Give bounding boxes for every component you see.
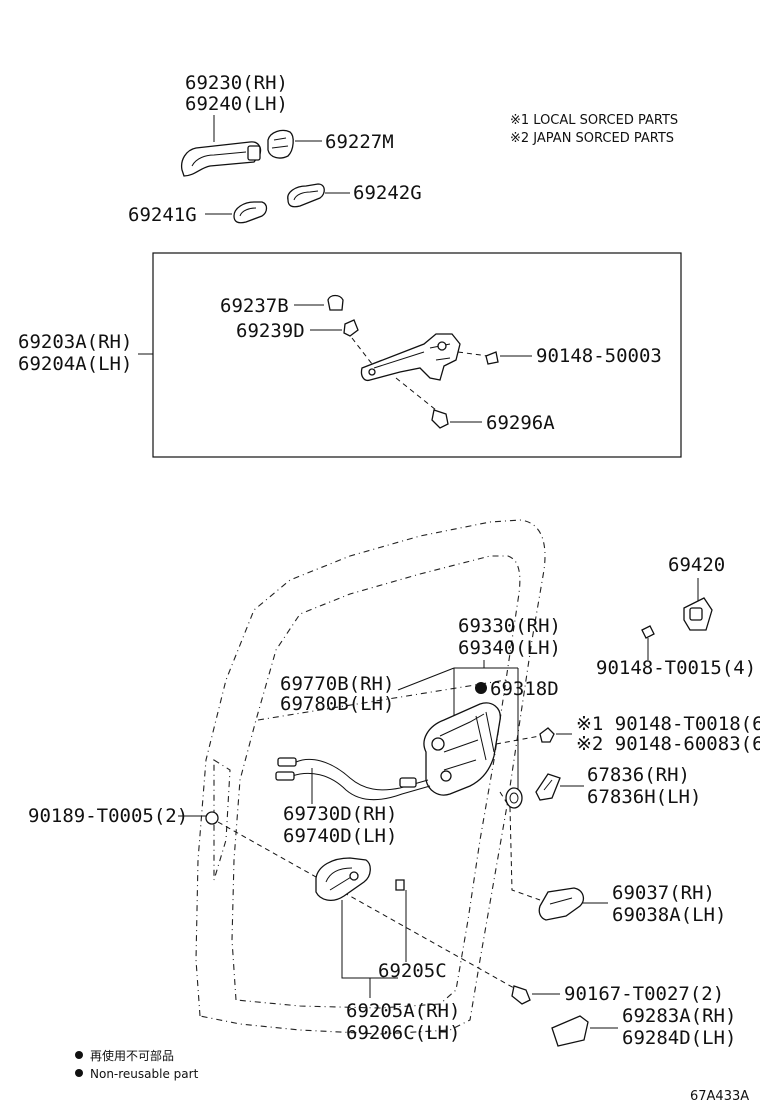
label-69241G[interactable]: 69241G: [128, 204, 197, 226]
label-90148-T0015[interactable]: 90148-T0015(4): [596, 657, 756, 679]
striker-part: [683, 597, 713, 631]
cover-part: [535, 773, 561, 801]
label-90148-60083[interactable]: ※2 90148-60083(6): [576, 733, 760, 755]
trim-bolt-part: [511, 985, 531, 1005]
pad-part: [343, 319, 359, 337]
label-69770B[interactable]: 69770B(RH): [280, 673, 394, 695]
label-69730D[interactable]: 69730D(RH): [283, 803, 397, 825]
dashed-guide-bolt: [457, 351, 489, 357]
label-69206C[interactable]: 69206C(LH): [346, 1022, 460, 1044]
label-69780B[interactable]: 69780B(LH): [280, 693, 394, 715]
label-69230[interactable]: 69230(RH): [185, 72, 288, 94]
inside-handle-part: [315, 857, 371, 902]
handle-frame-part: [360, 333, 461, 382]
label-69284D[interactable]: 69284D(LH): [622, 1027, 736, 1049]
door-clip-part: [205, 811, 219, 825]
bracket-69205: [341, 890, 407, 979]
grommet-hole: [509, 792, 519, 804]
leader-69770B: [397, 667, 455, 691]
bolt-part: [485, 351, 499, 365]
dashed-guide-frame: [351, 337, 373, 365]
non-reusable-dot-icon: [475, 682, 487, 694]
label-90189-T0005[interactable]: 90189-T0005(2): [28, 805, 188, 827]
label-69205A[interactable]: 69205A(RH): [346, 1000, 460, 1022]
label-69330[interactable]: 69330(RH): [458, 615, 561, 637]
label-69204A[interactable]: 69204A(LH): [18, 353, 132, 375]
dashed-guide-lockscrew: [495, 735, 541, 745]
label-69242G[interactable]: 69242G: [353, 182, 422, 204]
lock-screw-part: [539, 727, 555, 743]
striker-screw-part: [641, 625, 655, 639]
label-69318D[interactable]: 69318D: [490, 678, 559, 700]
figure-code: 67A433A: [690, 1089, 749, 1104]
label-69037[interactable]: 69037(RH): [612, 882, 715, 904]
frame-assembly-box: [152, 252, 682, 458]
outside-handle-part: [180, 141, 262, 177]
bracket-69330: [453, 660, 519, 790]
label-90148-T0018[interactable]: ※1 90148-T0018(6): [576, 713, 760, 735]
door-lock-part: [423, 702, 501, 796]
label-69240[interactable]: 69240(LH): [185, 93, 288, 115]
screw-part: [431, 409, 449, 429]
control-cables-part: [275, 757, 431, 800]
bezel-part: [551, 1015, 589, 1047]
label-69283A[interactable]: 69283A(RH): [622, 1005, 736, 1027]
door-panel-outline: [195, 519, 546, 1035]
handle-cap-part: [267, 129, 294, 159]
note-japan-sourced: ※2 JAPAN SORCED PARTS: [510, 131, 674, 146]
label-69340[interactable]: 69340(LH): [458, 637, 561, 659]
label-69205C[interactable]: 69205C: [378, 960, 447, 982]
label-69227M[interactable]: 69227M: [325, 131, 394, 153]
label-69420[interactable]: 69420: [668, 554, 725, 576]
dashed-guide-69037: [499, 791, 541, 901]
label-69237B[interactable]: 69237B: [220, 295, 289, 317]
note-local-sourced: ※1 LOCAL SORCED PARTS: [510, 113, 678, 128]
label-69239D[interactable]: 69239D: [236, 320, 305, 342]
label-67836[interactable]: 67836(RH): [587, 764, 690, 786]
legend-en-text: Non-reusable part: [90, 1067, 199, 1081]
grommet-part: [505, 787, 523, 809]
gasket-rear-part: [287, 183, 325, 208]
legend-jp-text: 再使用不可部品: [90, 1048, 174, 1063]
label-67836H[interactable]: 67836H(LH): [587, 786, 701, 808]
label-90148-50003[interactable]: 90148-50003: [536, 345, 662, 367]
handle-screw-part: [395, 879, 405, 891]
clip-part: [327, 294, 344, 311]
label-69296A[interactable]: 69296A: [486, 412, 555, 434]
label-90167-T0027[interactable]: 90167-T0027(2): [564, 983, 724, 1005]
label-69203A[interactable]: 69203A(RH): [18, 331, 132, 353]
label-69740D[interactable]: 69740D(LH): [283, 825, 397, 847]
legend-dot-en-icon: [75, 1069, 83, 1077]
gasket-front-part: [233, 201, 268, 224]
label-69038A[interactable]: 69038A(LH): [612, 904, 726, 926]
dashed-guide-screw: [395, 377, 437, 411]
legend-dot-jp-icon: [75, 1051, 83, 1059]
dashed-guide-long: [217, 821, 515, 989]
inner-cover-part: [538, 887, 585, 921]
